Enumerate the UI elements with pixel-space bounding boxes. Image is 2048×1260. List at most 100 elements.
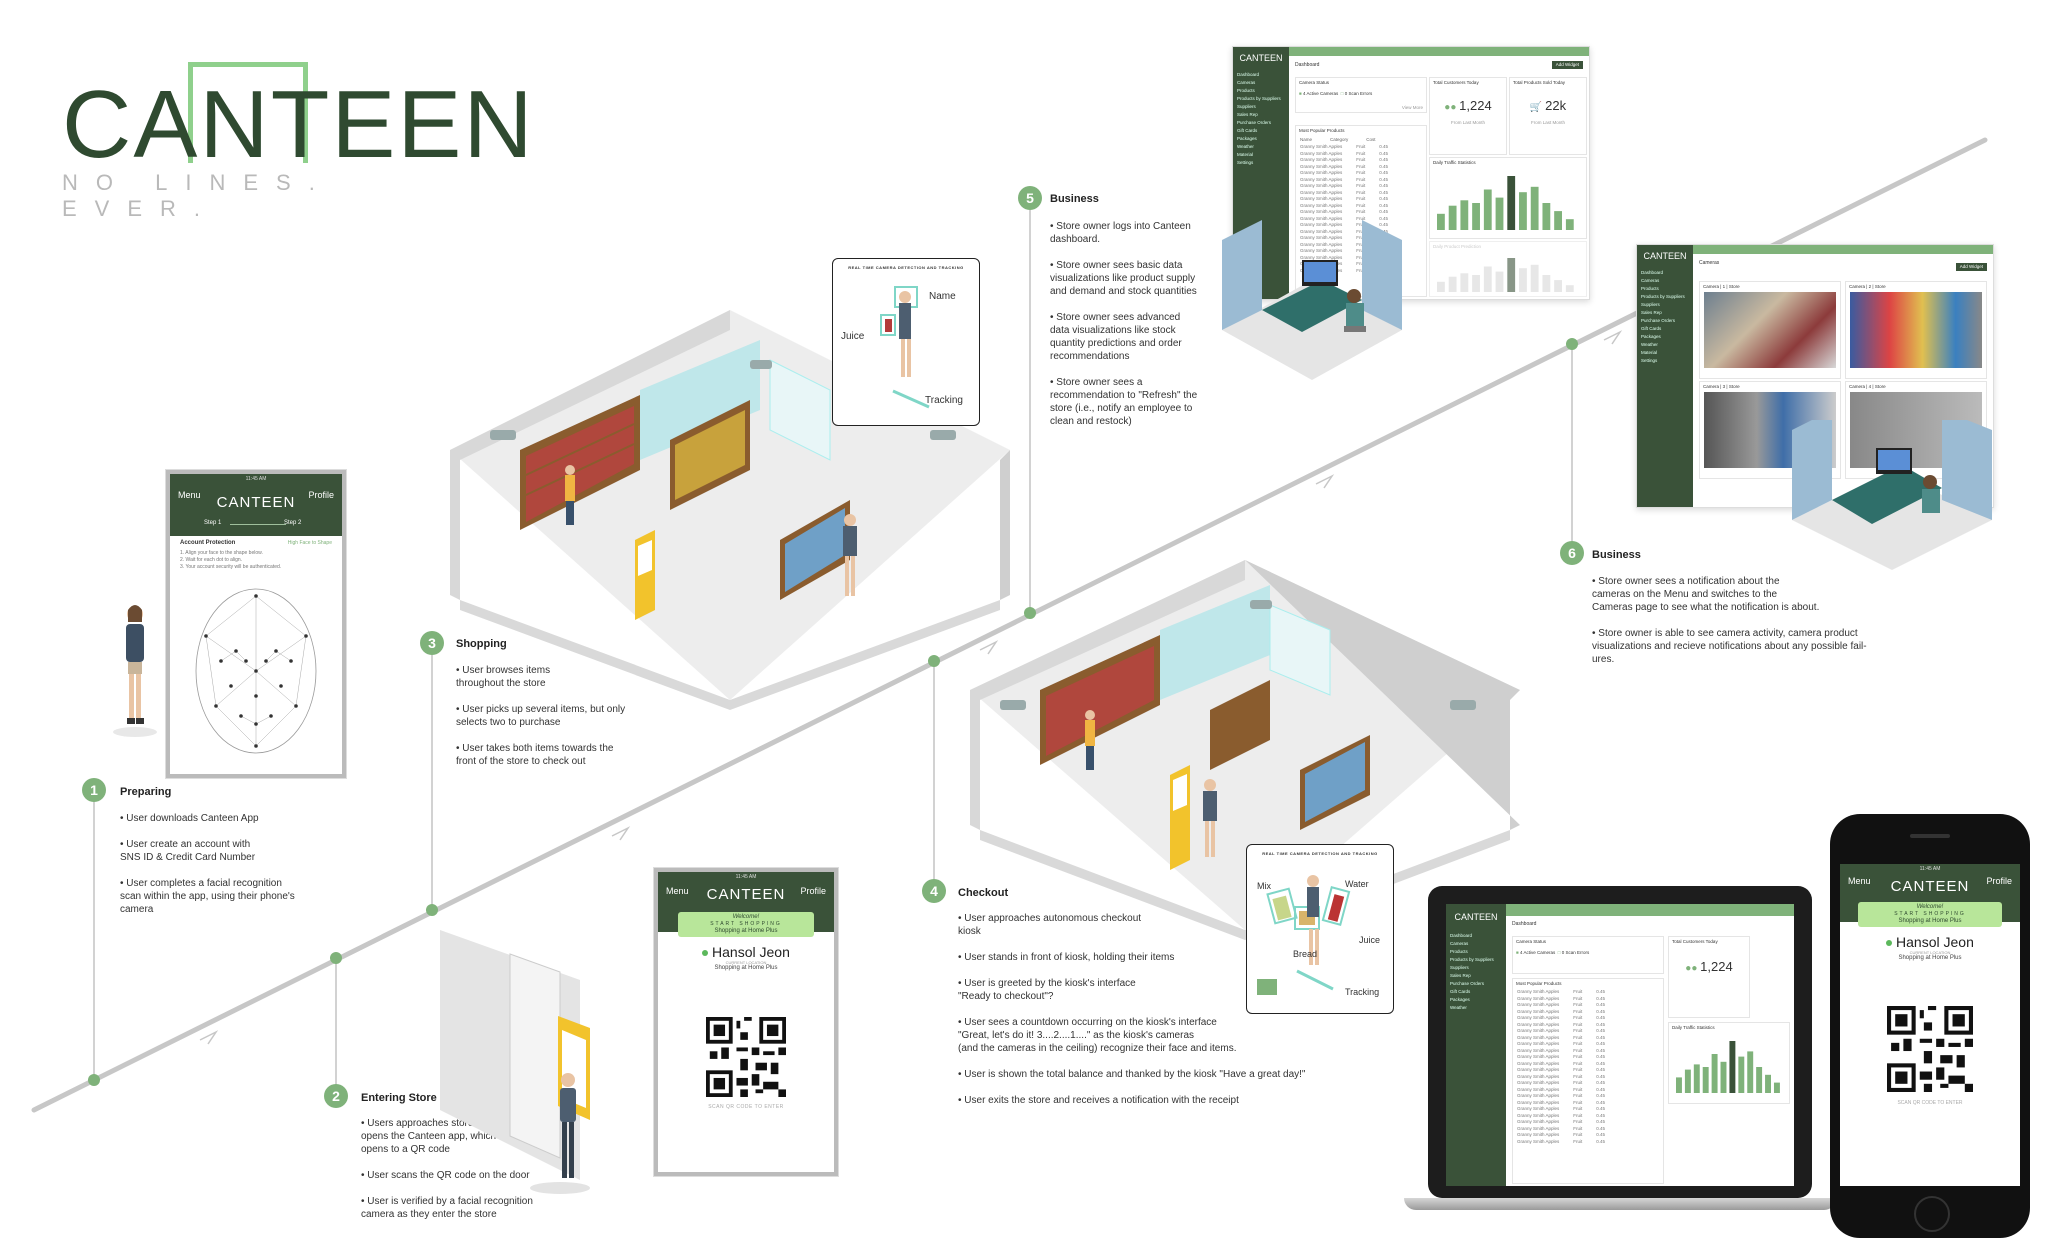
nav-item[interactable]: Settings: [1641, 358, 1658, 363]
app-logo: CANTEEN: [1890, 878, 1970, 895]
cell-name: Granny Smith Apples: [1517, 995, 1560, 1001]
profile-button[interactable]: Profile: [308, 490, 334, 500]
nav-item[interactable]: Suppliers: [1450, 965, 1469, 970]
nav-item[interactable]: Suppliers: [1237, 104, 1256, 109]
cell-cost: 0.45: [1596, 1054, 1606, 1059]
location-label: CURRENT LOCATION: [1909, 950, 1951, 955]
nav-item[interactable]: Packages: [1237, 136, 1257, 141]
nav-item[interactable]: Purchase Orders: [1450, 981, 1485, 986]
traffic-bar: [1530, 264, 1539, 292]
nav-item[interactable]: Products by Suppliers: [1237, 96, 1281, 101]
camera-title: Camera | 1 | Store: [1703, 284, 1740, 289]
cell-category: Fruit: [1356, 254, 1366, 260]
nav-item[interactable]: Suppliers: [1641, 302, 1660, 307]
nav-item[interactable]: Sales Rep: [1641, 310, 1662, 315]
help-link[interactable]: High Face to Shape: [287, 540, 332, 546]
cell-category: Fruit: [1573, 1138, 1583, 1144]
welcome-banner[interactable]: Welcome! START SHOPPING Shopping at Home…: [678, 912, 814, 937]
nav-item[interactable]: Cameras: [1237, 80, 1256, 85]
profile-button[interactable]: Profile: [1986, 876, 2012, 886]
nav-item[interactable]: Products: [1237, 88, 1255, 93]
nav-item[interactable]: Gift Cards: [1450, 989, 1471, 994]
step-6-body: • Store owner sees a notification about …: [1592, 575, 1902, 679]
status-time: 11:45 AM: [1919, 866, 1941, 872]
home-button[interactable]: [1914, 1196, 1950, 1232]
add-widget-button[interactable]: Add Widget: [1955, 263, 1987, 271]
active-cameras: ■ 4 Active Cameras □ 0 Scan Errors: [1299, 91, 1373, 96]
nav-item[interactable]: Dashboard: [1237, 72, 1260, 77]
nav-item[interactable]: Gift Cards: [1237, 128, 1258, 133]
camera-title: Camera | 2 | Store: [1849, 284, 1886, 289]
cell-category: Fruit: [1356, 144, 1366, 149]
customers-value: 1,224: [1700, 959, 1733, 974]
products-count: 🛒 22k: [1529, 98, 1567, 113]
traffic-bar: [1773, 1082, 1780, 1093]
cell-name: Granny Smith Apples: [1300, 163, 1343, 169]
step-progress: Step 1 Step 2: [182, 520, 330, 530]
traffic-bar: [1460, 200, 1469, 230]
nav-item[interactable]: Cameras: [1641, 278, 1660, 283]
legend-title: REAL TIME CAMERA DETECTION AND TRACKING: [848, 265, 964, 270]
nav-item[interactable]: Products by Suppliers: [1641, 294, 1685, 299]
step-6-number: 6: [1560, 541, 1584, 565]
nav-item[interactable]: Dashboard: [1641, 270, 1664, 275]
nav-item[interactable]: Packages: [1641, 334, 1661, 339]
nav-item[interactable]: Gift Cards: [1641, 326, 1662, 331]
camera-card-1[interactable]: Camera | 1 | Store: [1699, 281, 1841, 379]
store-shopping-illustration: [450, 310, 1010, 710]
profile-button[interactable]: Profile: [800, 886, 826, 896]
nav-item[interactable]: Settings: [1237, 160, 1254, 165]
nav-item[interactable]: Products by Suppliers: [1450, 957, 1494, 962]
legend-title: REAL TIME CAMERA DETECTION AND TRACKING: [1262, 851, 1378, 856]
nav-item[interactable]: Purchase Orders: [1237, 120, 1272, 125]
nav-item[interactable]: Products: [1450, 949, 1468, 954]
nav-item[interactable]: Weather: [1450, 1005, 1467, 1010]
nav-item[interactable]: Purchase Orders: [1641, 318, 1676, 323]
nav-item[interactable]: Material: [1641, 350, 1658, 355]
tracking-figure: [880, 286, 930, 409]
cell-cost: 0.45: [1596, 1008, 1606, 1014]
cell-cost: 0.45: [1596, 995, 1606, 1001]
nav-item[interactable]: Sales Rep: [1450, 973, 1471, 978]
add-widget-button[interactable]: Add Widget: [1551, 61, 1583, 69]
nav-item[interactable]: Dashboard: [1450, 933, 1473, 938]
step-6-title: Business: [1592, 549, 1641, 561]
menu-button[interactable]: Menu: [178, 490, 201, 500]
camera-card-2[interactable]: Camera | 2 | Store: [1845, 281, 1987, 379]
nav-item[interactable]: Sales Rep: [1237, 112, 1258, 117]
label-tracking: Tracking: [925, 395, 963, 406]
traffic-bar: [1702, 1067, 1709, 1093]
nav-item[interactable]: Cameras: [1450, 941, 1469, 946]
nav-item[interactable]: Material: [1237, 152, 1254, 157]
nav-item[interactable]: Weather: [1237, 144, 1254, 149]
card-title: Camera Status: [1299, 80, 1330, 85]
cell-cost: 0.45: [1596, 1119, 1606, 1124]
label-tracking: Tracking: [1345, 987, 1380, 997]
camera-title: Camera | 3 | Store: [1703, 384, 1740, 389]
cell-category: Fruit: [1356, 267, 1366, 273]
cell-cost: 0.45: [1596, 1099, 1606, 1105]
nav-item[interactable]: Products: [1641, 286, 1659, 291]
cell-category: Fruit: [1573, 1106, 1583, 1111]
cell-category: Fruit: [1356, 215, 1366, 221]
nav-item[interactable]: Weather: [1641, 342, 1658, 347]
view-more-link[interactable]: View More: [1401, 105, 1423, 110]
welcome-banner[interactable]: Welcome! START SHOPPING Shopping at Home…: [1858, 902, 2002, 927]
camera-status-card: Camera Status ■ 4 Active Cameras □ 0 Sca…: [1295, 77, 1427, 113]
label-name: Name: [929, 291, 956, 302]
traffic-bar: [1448, 276, 1457, 292]
cell-cost: 0.45: [1596, 1073, 1606, 1079]
menu-button[interactable]: Menu: [1848, 876, 1871, 886]
step-4-item: • User sees a countdown occurring on the…: [958, 1017, 1237, 1054]
step-1-title: Preparing: [120, 786, 172, 798]
menu-button[interactable]: Menu: [666, 886, 689, 896]
camera-card-4[interactable]: Camera | 4 | Store: [1845, 381, 1987, 479]
nav-item[interactable]: Packages: [1450, 997, 1470, 1002]
